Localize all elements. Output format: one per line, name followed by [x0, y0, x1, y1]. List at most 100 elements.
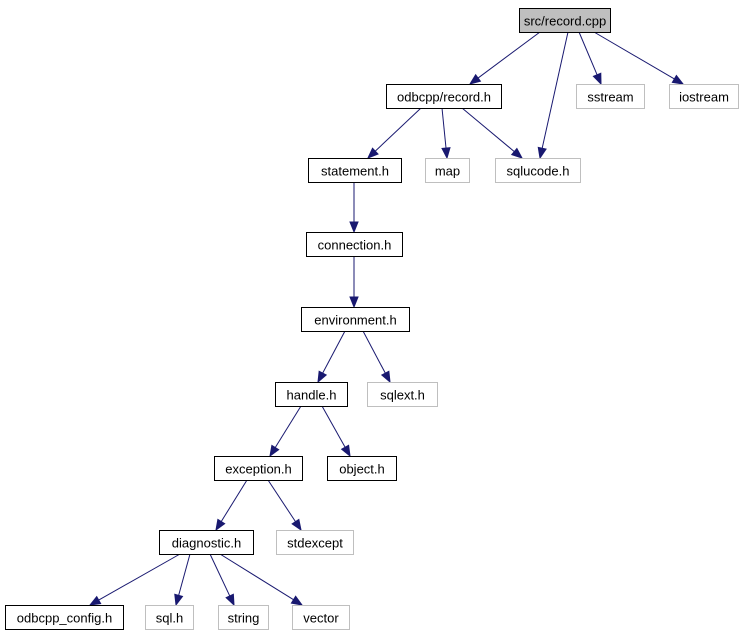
arrowhead-icon	[349, 221, 359, 234]
node-label: sql.h	[156, 611, 183, 626]
edge-src-record-cpp-to-sstream	[578, 31, 602, 86]
edge-line	[220, 479, 248, 522]
edge-src-record-cpp-to-sqlucode-h	[537, 31, 569, 160]
node-label: map	[435, 164, 460, 179]
edge-line	[274, 405, 302, 448]
graph-edges	[88, 31, 685, 607]
node-box	[327, 456, 397, 481]
node-sqlext-h: sqlext.h	[367, 382, 438, 407]
edge-line	[219, 553, 294, 601]
node-vector: vector	[292, 605, 350, 630]
edge-exception-h-to-diagnostic-h	[215, 479, 248, 532]
node-box	[301, 307, 410, 332]
node-label: handle.h	[287, 388, 337, 403]
node-label: sstream	[587, 90, 633, 105]
edge-statement-h-to-connection-h	[349, 182, 359, 234]
arrowhead-icon	[291, 518, 302, 532]
arrowhead-icon	[468, 73, 482, 85]
node-box	[292, 605, 350, 630]
arrowhead-icon	[290, 595, 304, 606]
edge-line	[321, 405, 346, 448]
node-label: sqlext.h	[380, 388, 425, 403]
node-exception-h[interactable]: exception.h	[214, 456, 303, 481]
edge-line	[593, 31, 675, 80]
arrowhead-icon	[380, 370, 391, 384]
node-box	[669, 84, 739, 109]
arrowhead-icon	[88, 595, 102, 606]
node-sql-h: sql.h	[145, 605, 194, 630]
node-box	[386, 84, 502, 109]
edge-handle-h-to-exception-h	[269, 405, 302, 458]
edge-src-record-cpp-to-iostream	[593, 31, 685, 85]
node-handle-h[interactable]: handle.h	[275, 382, 348, 407]
edge-line	[178, 553, 191, 596]
edge-diagnostic-h-to-string	[209, 553, 235, 607]
node-object-h[interactable]: object.h	[327, 456, 397, 481]
arrowhead-icon	[441, 147, 451, 160]
edge-handle-h-to-object-h	[321, 405, 351, 458]
node-box	[218, 605, 269, 630]
node-odbcpp-config-h[interactable]: odbcpp_config.h	[5, 605, 124, 630]
node-box	[425, 158, 470, 183]
node-stdexcept: stdexcept	[276, 530, 354, 555]
node-box	[275, 382, 348, 407]
node-connection-h[interactable]: connection.h	[306, 232, 403, 257]
edge-line	[209, 553, 231, 597]
node-box	[214, 456, 303, 481]
arrowhead-icon	[592, 72, 602, 86]
node-label: environment.h	[314, 313, 396, 328]
arrowhead-icon	[340, 444, 351, 458]
edge-environment-h-to-handle-h	[317, 330, 346, 384]
edge-odbcpp-record-h-to-sqlucode-h	[461, 107, 524, 159]
edge-connection-h-to-environment-h	[349, 256, 359, 309]
node-diagnostic-h[interactable]: diagnostic.h	[159, 530, 254, 555]
node-label: odbcpp_config.h	[17, 611, 112, 626]
node-box	[576, 84, 645, 109]
edge-odbcpp-record-h-to-map	[441, 107, 451, 160]
edge-line	[578, 31, 598, 75]
edge-line	[374, 107, 422, 152]
graph-nodes: src/record.cpp odbcpp/record.h sstream iost…	[5, 8, 739, 630]
node-statement-h[interactable]: statement.h	[308, 158, 402, 183]
node-box	[5, 605, 124, 630]
edge-exception-h-to-stdexcept	[267, 479, 302, 532]
node-box	[367, 382, 438, 407]
node-label: object.h	[339, 462, 385, 477]
edge-line	[322, 330, 346, 374]
arrowhead-icon	[317, 370, 328, 384]
node-label: connection.h	[318, 238, 392, 253]
node-src-record-cpp: src/record.cpp	[519, 8, 611, 33]
arrowhead-icon	[367, 147, 379, 159]
edge-line	[461, 107, 515, 152]
node-string: string	[218, 605, 269, 630]
node-label: stdexcept	[287, 536, 343, 551]
arrowhead-icon	[225, 593, 235, 607]
edge-diagnostic-h-to-sql-h	[174, 553, 191, 607]
arrowhead-icon	[537, 146, 547, 160]
edge-line	[267, 479, 296, 522]
node-label: odbcpp/record.h	[397, 90, 491, 105]
node-box	[145, 605, 194, 630]
node-label: sqlucode.h	[507, 164, 570, 179]
node-box	[159, 530, 254, 555]
node-label: statement.h	[321, 164, 389, 179]
node-iostream: iostream	[669, 84, 739, 109]
arrowhead-icon	[349, 296, 359, 309]
node-label: diagnostic.h	[172, 536, 241, 551]
edge-src-record-cpp-to-odbcpp-record-h	[468, 31, 541, 85]
edge-line	[98, 553, 181, 601]
edge-line	[477, 31, 541, 79]
edge-line	[441, 107, 447, 149]
node-label: iostream	[679, 90, 729, 105]
node-odbcpp-record-h[interactable]: odbcpp/record.h	[386, 84, 502, 109]
edge-line	[362, 330, 386, 374]
node-sqlucode-h: sqlucode.h	[495, 158, 581, 183]
node-environment-h[interactable]: environment.h	[301, 307, 410, 332]
node-box	[495, 158, 581, 183]
node-label: string	[228, 611, 260, 626]
node-label: vector	[303, 611, 339, 626]
edge-diagnostic-h-to-odbcpp-config-h	[88, 553, 181, 606]
node-box	[276, 530, 354, 555]
edge-line	[541, 31, 569, 149]
